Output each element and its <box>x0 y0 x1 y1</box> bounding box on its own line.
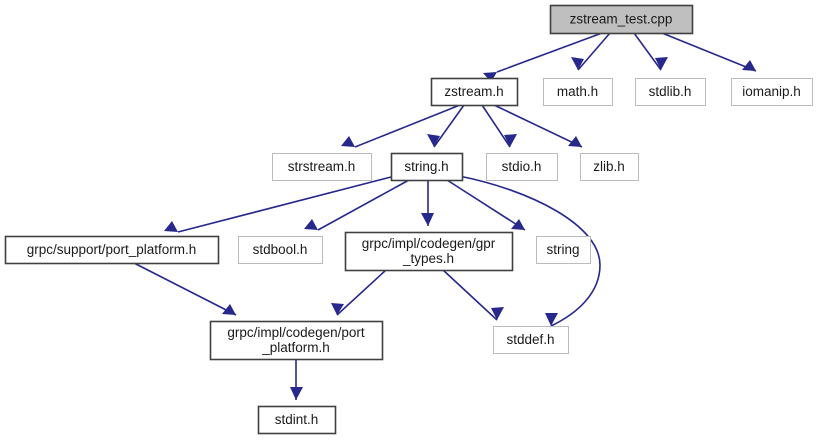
node-label-stddef_h: stddef.h <box>506 332 554 347</box>
node-box-zstream_h[interactable] <box>430 77 519 107</box>
node-math_h[interactable]: math.h <box>543 78 613 106</box>
edge-zstream_h-to-string_h <box>433 104 465 148</box>
node-label-math_h: math.h <box>557 84 598 99</box>
arrowhead-icon <box>341 136 355 147</box>
node-box-grpc_support_pp[interactable] <box>4 235 220 265</box>
node-label-stdint_h: stdint.h <box>275 412 319 427</box>
node-label-string_cpp: string <box>546 242 579 257</box>
node-stdlib_h[interactable]: stdlib.h <box>635 78 706 106</box>
node-label-gpr_types_h: grpc/impl/codegen/gpr <box>362 236 496 251</box>
node-iomanip_h[interactable]: iomanip.h <box>731 78 813 106</box>
arrowhead-icon <box>290 387 303 400</box>
node-label-codegen_pp: _platform.h <box>261 340 330 355</box>
arrowhead-icon <box>483 72 497 82</box>
node-label-iomanip_h: iomanip.h <box>742 84 801 99</box>
node-box-stdbool_h[interactable] <box>238 236 323 264</box>
node-label-stdbool_h: stdbool.h <box>253 242 308 257</box>
node-zstream_test[interactable]: zstream_test.cpp <box>549 4 694 35</box>
node-box-zstream_test[interactable] <box>549 4 694 35</box>
node-label-string_h: string.h <box>404 159 448 174</box>
arrowhead-icon <box>222 304 236 315</box>
node-box-stdlib_h[interactable] <box>635 78 706 106</box>
node-box-math_h[interactable] <box>543 78 613 106</box>
edge-string_h-to-stddef_h <box>458 175 601 327</box>
node-label-zstream_h: zstream.h <box>444 84 503 99</box>
arrowhead-icon <box>504 134 517 147</box>
edge-zstream_test-to-stdlib_h <box>633 32 662 71</box>
edge-zstream_h-to-zlib_h <box>493 104 583 148</box>
node-gpr_types_h[interactable]: grpc/impl/codegen/gpr_types.h <box>344 231 514 272</box>
node-box-strstream_h[interactable] <box>272 153 372 181</box>
edge-zstream_test-to-iomanip_h <box>661 32 757 72</box>
arrowhead-icon <box>568 136 582 147</box>
arrowheads-layer <box>164 57 756 400</box>
arrowhead-icon <box>164 221 178 232</box>
node-label-gpr_types_h: _types.h <box>402 251 454 266</box>
edge-string_h-to-string_cpp <box>446 179 526 231</box>
node-box-stdint_h[interactable] <box>257 405 337 435</box>
arrowhead-icon <box>511 219 525 230</box>
edge-zstream_h-to-strstream_h <box>354 104 461 148</box>
node-grpc_support_pp[interactable]: grpc/support/port_platform.h <box>4 235 220 265</box>
node-box-stdio_h[interactable] <box>486 153 558 181</box>
edges-layer <box>133 32 757 400</box>
node-label-stdio_h: stdio.h <box>502 159 542 174</box>
edge-zstream_test-to-math_h <box>577 32 611 71</box>
arrowhead-icon <box>491 307 504 320</box>
node-box-gpr_types_h[interactable] <box>344 231 514 272</box>
node-box-string_h[interactable] <box>390 152 464 182</box>
node-box-string_cpp[interactable] <box>536 236 591 264</box>
node-string_cpp[interactable]: string <box>536 236 591 264</box>
node-codegen_pp[interactable]: grpc/impl/codegen/port_platform.h <box>209 320 384 361</box>
edge-gpr_types_h-to-stddef_h <box>442 269 498 321</box>
edge-string_h-to-grpc_support_pp <box>177 176 392 233</box>
node-box-zlib_h[interactable] <box>580 153 639 181</box>
node-label-grpc_support_pp: grpc/support/port_platform.h <box>27 242 197 257</box>
arrowhead-icon <box>304 219 318 230</box>
node-stdbool_h[interactable]: stdbool.h <box>238 236 323 264</box>
nodes-layer: zstream_test.cpp zstream.h math.h stdlib.h i… <box>4 4 813 435</box>
edge-zstream_test-to-zstream_h <box>496 32 603 73</box>
node-string_h[interactable]: string.h <box>390 152 464 182</box>
node-zlib_h[interactable]: zlib.h <box>580 153 639 181</box>
edge-grpc_support_pp-to-codegen_pp <box>133 262 237 316</box>
node-label-codegen_pp: grpc/impl/codegen/port <box>227 325 365 340</box>
edge-gpr_types_h-to-codegen_pp <box>336 269 387 316</box>
node-strstream_h[interactable]: strstream.h <box>272 153 372 181</box>
edge-zstream_h-to-stdio_h <box>481 104 511 148</box>
arrowhead-icon <box>571 57 584 70</box>
edge-string_h-to-stdbool_h <box>317 179 410 231</box>
node-stdio_h[interactable]: stdio.h <box>486 153 558 181</box>
node-box-stddef_h[interactable] <box>493 326 569 354</box>
arrowhead-icon <box>545 313 558 326</box>
node-label-zstream_test: zstream_test.cpp <box>570 12 673 27</box>
arrowhead-icon <box>331 303 344 315</box>
node-box-codegen_pp[interactable] <box>209 320 384 361</box>
node-box-iomanip_h[interactable] <box>731 78 813 106</box>
node-label-strstream_h: strstream.h <box>288 159 356 174</box>
node-stddef_h[interactable]: stddef.h <box>493 326 569 354</box>
node-label-zlib_h: zlib.h <box>593 159 625 174</box>
arrowhead-icon <box>427 134 440 147</box>
arrowhead-icon <box>421 213 434 226</box>
arrowhead-icon <box>655 57 668 70</box>
node-stdint_h[interactable]: stdint.h <box>257 405 337 435</box>
arrowhead-icon <box>742 60 756 71</box>
node-zstream_h[interactable]: zstream.h <box>430 77 519 107</box>
node-label-stdlib_h: stdlib.h <box>649 84 692 99</box>
